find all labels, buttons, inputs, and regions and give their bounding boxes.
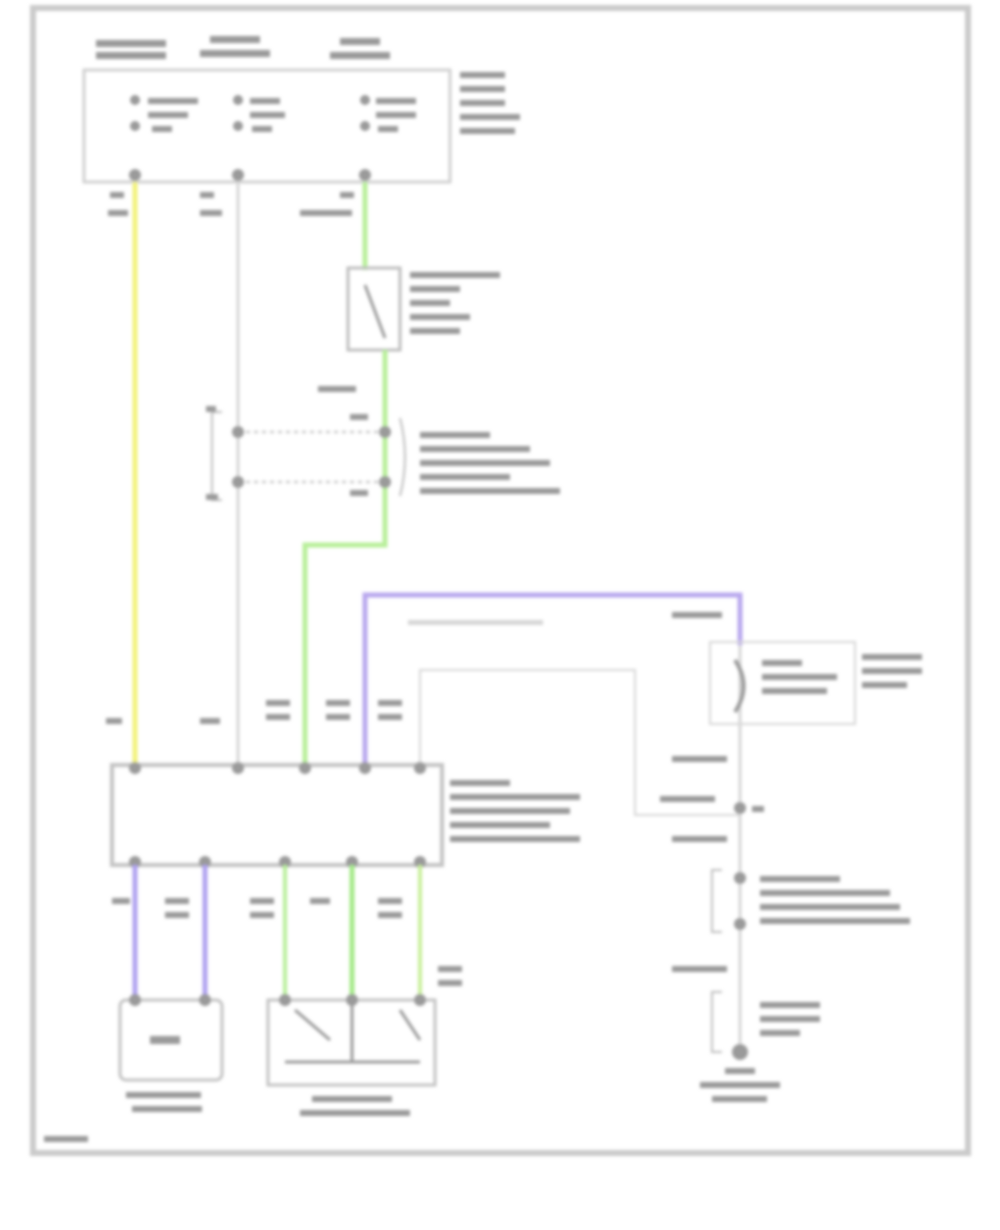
right-component-box: [709, 641, 856, 725]
switch-box: [346, 266, 402, 352]
wire-gray-thin: [419, 669, 740, 816]
top-labels: [96, 36, 520, 216]
wire-green-lower: [302, 350, 388, 765]
wire-purple: [362, 592, 743, 765]
top-module-box: [82, 68, 452, 184]
control-module-box: [110, 763, 444, 867]
joint-connector: [238, 431, 385, 483]
motor-box: [118, 998, 224, 1082]
diagram-frame: [30, 5, 971, 1156]
